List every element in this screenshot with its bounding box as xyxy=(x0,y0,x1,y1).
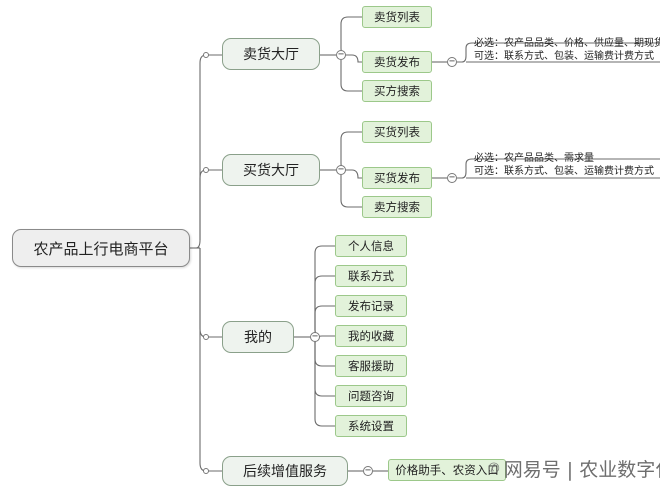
leaf-buyer-search[interactable]: 买方搜索 xyxy=(362,80,432,102)
mine-to-leaf-line-0 xyxy=(314,245,335,338)
leaf-buy-publish[interactable]: 买货发布 xyxy=(362,167,432,189)
collapse-sell-publish-toggle[interactable]: − xyxy=(447,56,457,67)
sell-to-publish-line xyxy=(346,54,362,63)
leaf-publish-record[interactable]: 发布记录 xyxy=(335,295,407,317)
mine-to-leaf-line-6 xyxy=(314,342,335,427)
connector-dot xyxy=(203,52,209,58)
leaf-contact[interactable]: 联系方式 xyxy=(335,265,407,287)
branch-buy-hall[interactable]: 买货大厅 xyxy=(222,154,320,186)
sell-note-line-1 xyxy=(457,42,660,63)
root-to-value-added-line xyxy=(199,248,222,472)
note-sell-optional: 可选：联系方式、包装、运输费计费方式 xyxy=(474,51,654,62)
sell-to-list-line xyxy=(340,16,362,56)
leaf-seller-search[interactable]: 卖方搜索 xyxy=(362,196,432,218)
connector-dot xyxy=(203,167,209,173)
branch-mine[interactable]: 我的 xyxy=(222,321,294,353)
branch-sell-hall[interactable]: 卖货大厅 xyxy=(222,38,320,70)
root-to-mine-line xyxy=(199,248,222,338)
leaf-personal-info[interactable]: 个人信息 xyxy=(335,235,407,257)
leaf-customer-service[interactable]: 客服援助 xyxy=(335,355,407,377)
watermark-text: 网易号 | 农业数字化 xyxy=(503,459,660,481)
connector-dot xyxy=(203,334,209,340)
collapse-buy-publish-toggle[interactable]: − xyxy=(447,172,457,183)
watermark: ✆ 网易号 | 农业数字化 xyxy=(488,455,660,482)
leaf-buy-list[interactable]: 买货列表 xyxy=(362,121,432,143)
root-to-sell-hall-line xyxy=(190,54,222,249)
leaf-consultation[interactable]: 问题咨询 xyxy=(335,385,407,407)
buy-to-list-line xyxy=(340,131,362,171)
buy-to-search-line xyxy=(340,175,362,208)
branch-value-added[interactable]: 后续增值服务 xyxy=(222,456,348,486)
buy-to-publish-line xyxy=(346,169,362,179)
leaf-system-settings[interactable]: 系统设置 xyxy=(335,415,407,437)
note-buy-optional: 可选：联系方式、包装、运输费计费方式 xyxy=(474,166,654,177)
note-buy-required: 必选：农产品品类、需求量 xyxy=(474,153,594,164)
collapse-buy-hall-toggle[interactable]: − xyxy=(336,164,346,175)
leaf-sell-list[interactable]: 卖货列表 xyxy=(362,6,432,28)
note-sell-required: 必选：农产品品类、价格、供应量、期现货 xyxy=(474,38,660,49)
root-to-buy-hall-line xyxy=(199,169,222,240)
collapse-sell-hall-toggle[interactable]: − xyxy=(336,49,346,60)
connector-dot xyxy=(203,468,209,474)
collapse-value-added-toggle[interactable]: − xyxy=(363,465,373,476)
collapse-mine-toggle[interactable]: − xyxy=(310,331,320,342)
root-node[interactable]: 农产品上行电商平台 xyxy=(12,229,190,267)
leaf-price-assistant[interactable]: 价格助手、农资入口 xyxy=(388,459,506,481)
buy-note-line-1 xyxy=(457,158,660,179)
wechat-like-icon: ✆ xyxy=(488,460,500,477)
leaf-my-favorites[interactable]: 我的收藏 xyxy=(335,325,407,347)
mine-to-leaf-line-4 xyxy=(314,342,335,367)
mine-to-leaf-line-5 xyxy=(314,342,335,397)
leaf-sell-publish[interactable]: 卖货发布 xyxy=(362,51,432,73)
sell-to-search-line xyxy=(340,60,362,92)
